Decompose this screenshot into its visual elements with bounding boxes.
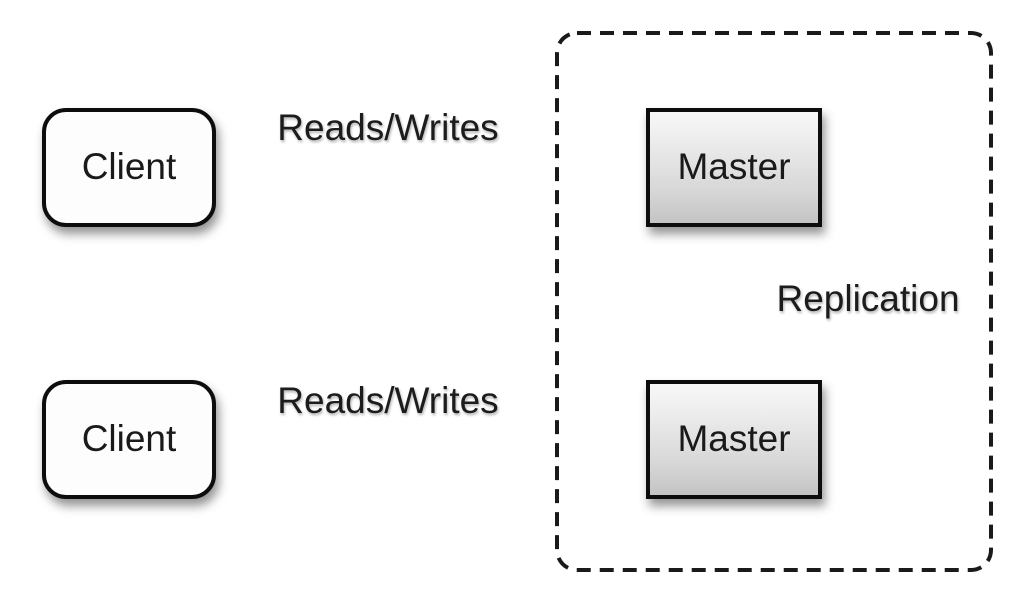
edge-label-reads-writes-top: Reads/Writes xyxy=(277,107,498,148)
node-client-bottom[interactable]: Client xyxy=(42,380,216,499)
node-client-bottom-shape[interactable] xyxy=(42,380,216,499)
edge-label-reads-writes-bottom: Reads/Writes xyxy=(277,380,498,421)
node-master-top-shape[interactable] xyxy=(646,108,822,227)
edge-label-replication: Replication xyxy=(776,278,959,319)
node-master-top-label: Master xyxy=(677,146,790,187)
node-master-bottom[interactable]: Master xyxy=(646,380,822,499)
edge-replication: Replication xyxy=(715,225,960,383)
replication-cluster-group xyxy=(555,31,993,572)
node-master-top[interactable]: Master xyxy=(646,108,822,227)
replication-cluster-boundary xyxy=(555,31,993,572)
node-client-bottom-label: Client xyxy=(82,418,177,459)
node-master-bottom-shape[interactable] xyxy=(646,380,822,499)
node-client-top-shape[interactable] xyxy=(42,108,216,227)
edge-reads-writes-top: Reads/Writes xyxy=(214,107,639,171)
node-client-top[interactable]: Client xyxy=(42,108,216,227)
node-client-top-label: Client xyxy=(82,146,177,187)
edge-reads-writes-bottom: Reads/Writes xyxy=(214,380,639,443)
node-master-bottom-label: Master xyxy=(677,418,790,459)
